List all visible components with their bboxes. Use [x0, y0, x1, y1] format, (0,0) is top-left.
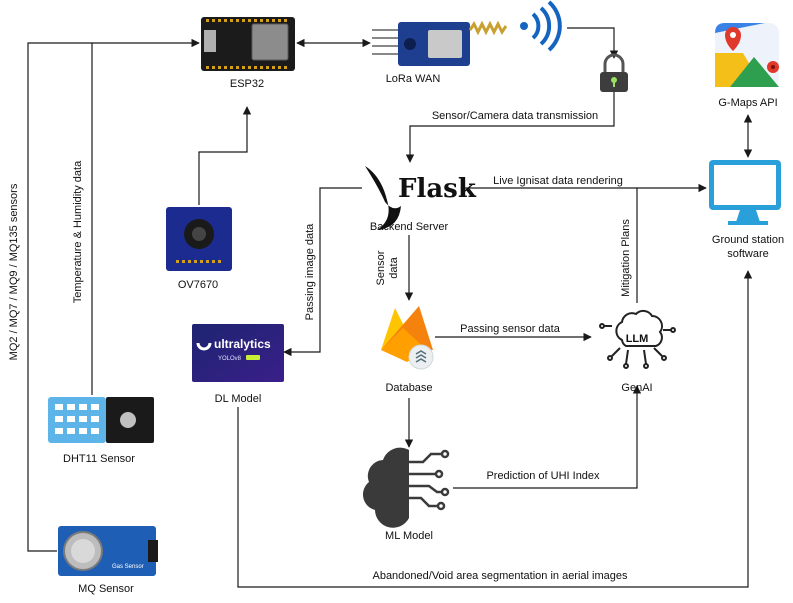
dht11-hole — [120, 412, 136, 428]
gmaps-label: G-Maps API — [718, 97, 777, 109]
backend-dl-edge — [283, 187, 362, 357]
lora-mount-hole — [404, 38, 416, 50]
ml-genai-edge — [453, 385, 642, 489]
monitor-stand — [736, 210, 760, 222]
lock-backend-edge — [405, 92, 615, 163]
mq-sensor-label: MQ Sensor — [78, 583, 134, 595]
ov7670-node: OV7670 — [166, 207, 232, 291]
ground-station-node: Ground station software — [709, 160, 784, 260]
sensor-data-label-1: Sensor — [375, 250, 387, 285]
circuit-icon — [409, 449, 450, 511]
brain-icon — [362, 447, 409, 528]
llm-icon — [599, 309, 676, 369]
ultralytics-badge — [246, 355, 260, 360]
monitor-screen — [714, 165, 776, 205]
monitor-base — [728, 221, 768, 225]
wireless-signal-icon — [520, 0, 562, 52]
ml-model-node: ML Model — [362, 447, 450, 542]
database-label: Database — [385, 382, 432, 394]
temp-humidity-label: Temperature & Humidity data — [72, 160, 84, 303]
firebase-flame-left — [381, 308, 404, 350]
dl-model-node: ultralytics YOLOv8 DL Model — [192, 324, 284, 405]
mq-pin-header — [148, 540, 158, 562]
flask-node: Flask Backend Server — [365, 166, 477, 233]
gmaps-icon: G-Maps API — [715, 23, 779, 109]
genai-node: LLM GenAI — [599, 309, 676, 394]
ground-station-label-2: software — [727, 248, 769, 260]
ultralytics-sub: YOLOv8 — [218, 356, 242, 362]
sensor-data-label-2: data — [388, 256, 400, 278]
flask-logo-text: Flask — [398, 174, 477, 204]
esp32-shield — [251, 23, 289, 61]
llm-badge-text: LLM — [626, 333, 649, 345]
lock-icon — [600, 53, 628, 92]
antenna-coil — [468, 20, 508, 36]
uhi-label: Prediction of UHI Index — [486, 470, 600, 482]
genai-label: GenAI — [621, 382, 652, 394]
sensor-camera-tx-label: Sensor/Camera data transmission — [432, 110, 598, 122]
ultralytics-brand: ultralytics — [214, 337, 271, 351]
backend-label: Backend Server — [370, 221, 449, 233]
mq-sensor-node: Gas Sensor MQ Sensor — [58, 526, 158, 595]
dl-model-label: DL Model — [215, 393, 262, 405]
firebase-badge-icon — [408, 344, 434, 370]
lora-label: LoRa WAN — [386, 73, 441, 85]
dl-ground-edge — [237, 270, 753, 588]
lora-chip — [428, 30, 462, 58]
esp32-node: ESP32 — [201, 17, 295, 90]
database-node: Database — [381, 306, 434, 394]
passing-image-label: Passing image data — [304, 223, 316, 320]
dht11-node: DHT11 Sensor — [48, 397, 154, 465]
ov7670-esp32-edge — [198, 106, 252, 205]
ultralytics-mark-icon — [196, 342, 212, 351]
esp32-label: ESP32 — [230, 78, 264, 90]
lora-node: LoRa WAN — [372, 20, 508, 85]
edge-labels: Sensor/Camera data transmission Live Ign… — [8, 110, 632, 582]
ov7670-label: OV7670 — [178, 279, 218, 291]
esp32-usb-port — [204, 30, 216, 52]
ultralytics-logo — [192, 324, 284, 382]
mitigation-label: Mitigation Plans — [620, 219, 632, 297]
dht11-label: DHT11 Sensor — [63, 453, 135, 465]
live-rendering-label: Live Ignisat data rendering — [493, 175, 623, 187]
signal-lock-edge — [567, 27, 619, 59]
ground-station-label-1: Ground station — [712, 234, 784, 246]
edges — [27, 27, 753, 588]
segmentation-label: Abandoned/Void area segmentation in aeri… — [372, 570, 628, 582]
ml-model-label: ML Model — [385, 530, 433, 542]
mq-board-text: Gas Sensor — [112, 564, 144, 570]
passing-sensor-label: Passing sensor data — [460, 323, 561, 335]
mq-esp32-edge — [27, 42, 92, 552]
mq-sensors-label: MQ2 / MQ7 / MQ9 / MQ135 sensors — [8, 183, 20, 360]
flask-horn-icon — [365, 166, 401, 230]
